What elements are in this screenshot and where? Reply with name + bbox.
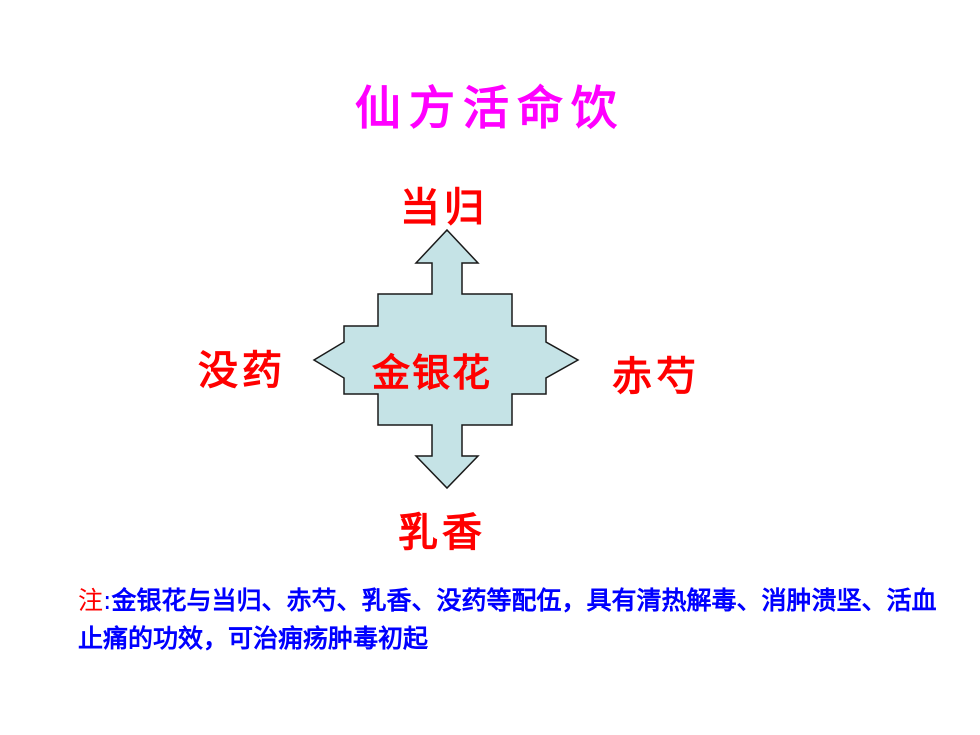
page-title: 仙方活命饮 — [355, 81, 625, 135]
note-separator: : — [103, 586, 112, 615]
note-paragraph: 注:金银花与当归、赤芍、乳香、没药等配伍，具有清热解毒、消肿溃坚、活血止痛的功效… — [78, 582, 948, 658]
note-text: 金银花与当归、赤芍、乳香、没药等配伍，具有清热解毒、消肿溃坚、活血止痛的功效，可… — [78, 586, 937, 653]
herb-center-jinyinhua: 金银花 — [372, 350, 493, 395]
herb-left-moyao: 没药 — [198, 347, 286, 394]
note-label: 注 — [78, 586, 104, 615]
four-way-arrow-outline — [312, 228, 580, 490]
herb-right-chishao: 赤芍 — [612, 353, 700, 400]
herb-top-danggui: 当归 — [400, 184, 488, 231]
herb-bottom-ruxiang: 乳香 — [398, 509, 486, 556]
